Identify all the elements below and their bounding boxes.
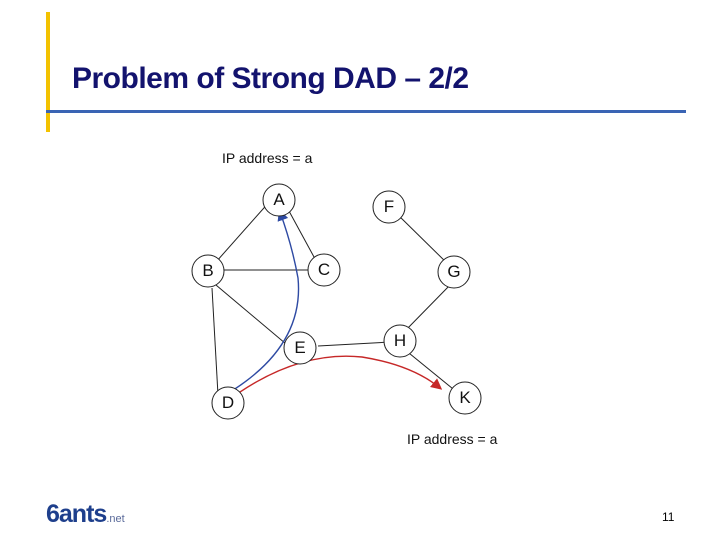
node-k: K (448, 381, 482, 415)
node-label-e: E (294, 338, 305, 357)
node-label-c: C (318, 260, 330, 279)
slide-title: Problem of Strong DAD – 2/2 (72, 62, 469, 95)
node-d: D (211, 386, 245, 420)
node-b: B (191, 254, 225, 288)
page-number: 11 (662, 510, 675, 524)
edge-g-h (403, 282, 453, 333)
edge-h-k (403, 348, 459, 394)
node-c: C (307, 253, 341, 287)
node-h: H (383, 324, 417, 358)
node-label-a: A (273, 190, 285, 209)
node-f: F (372, 190, 406, 224)
logo-suffix: .net (106, 513, 125, 525)
edge-f-g (394, 211, 453, 269)
edge-b-d (211, 287, 219, 396)
node-label-k: K (459, 388, 471, 407)
node-label-g: G (447, 262, 460, 281)
red-path-d-to-k (225, 355, 443, 403)
node-g: G (437, 255, 471, 289)
node-a: A (262, 183, 296, 217)
accent-bar (46, 12, 50, 132)
node-label-b: B (202, 261, 213, 280)
edge-b-e (209, 279, 293, 350)
blue-path-d-to-a (219, 209, 300, 399)
node-e: E (283, 331, 317, 365)
logo: 6ants.net (46, 500, 125, 529)
ip-label-top: IP address = a (222, 150, 313, 166)
ip-label-bottom: IP address = a (407, 431, 498, 447)
title-underline (46, 110, 686, 113)
node-label-d: D (222, 393, 234, 412)
edges (207, 199, 459, 396)
logo-text: 6ants (46, 500, 107, 528)
node-label-f: F (384, 197, 394, 216)
edge-e-h (317, 341, 391, 347)
node-label-h: H (394, 331, 406, 350)
